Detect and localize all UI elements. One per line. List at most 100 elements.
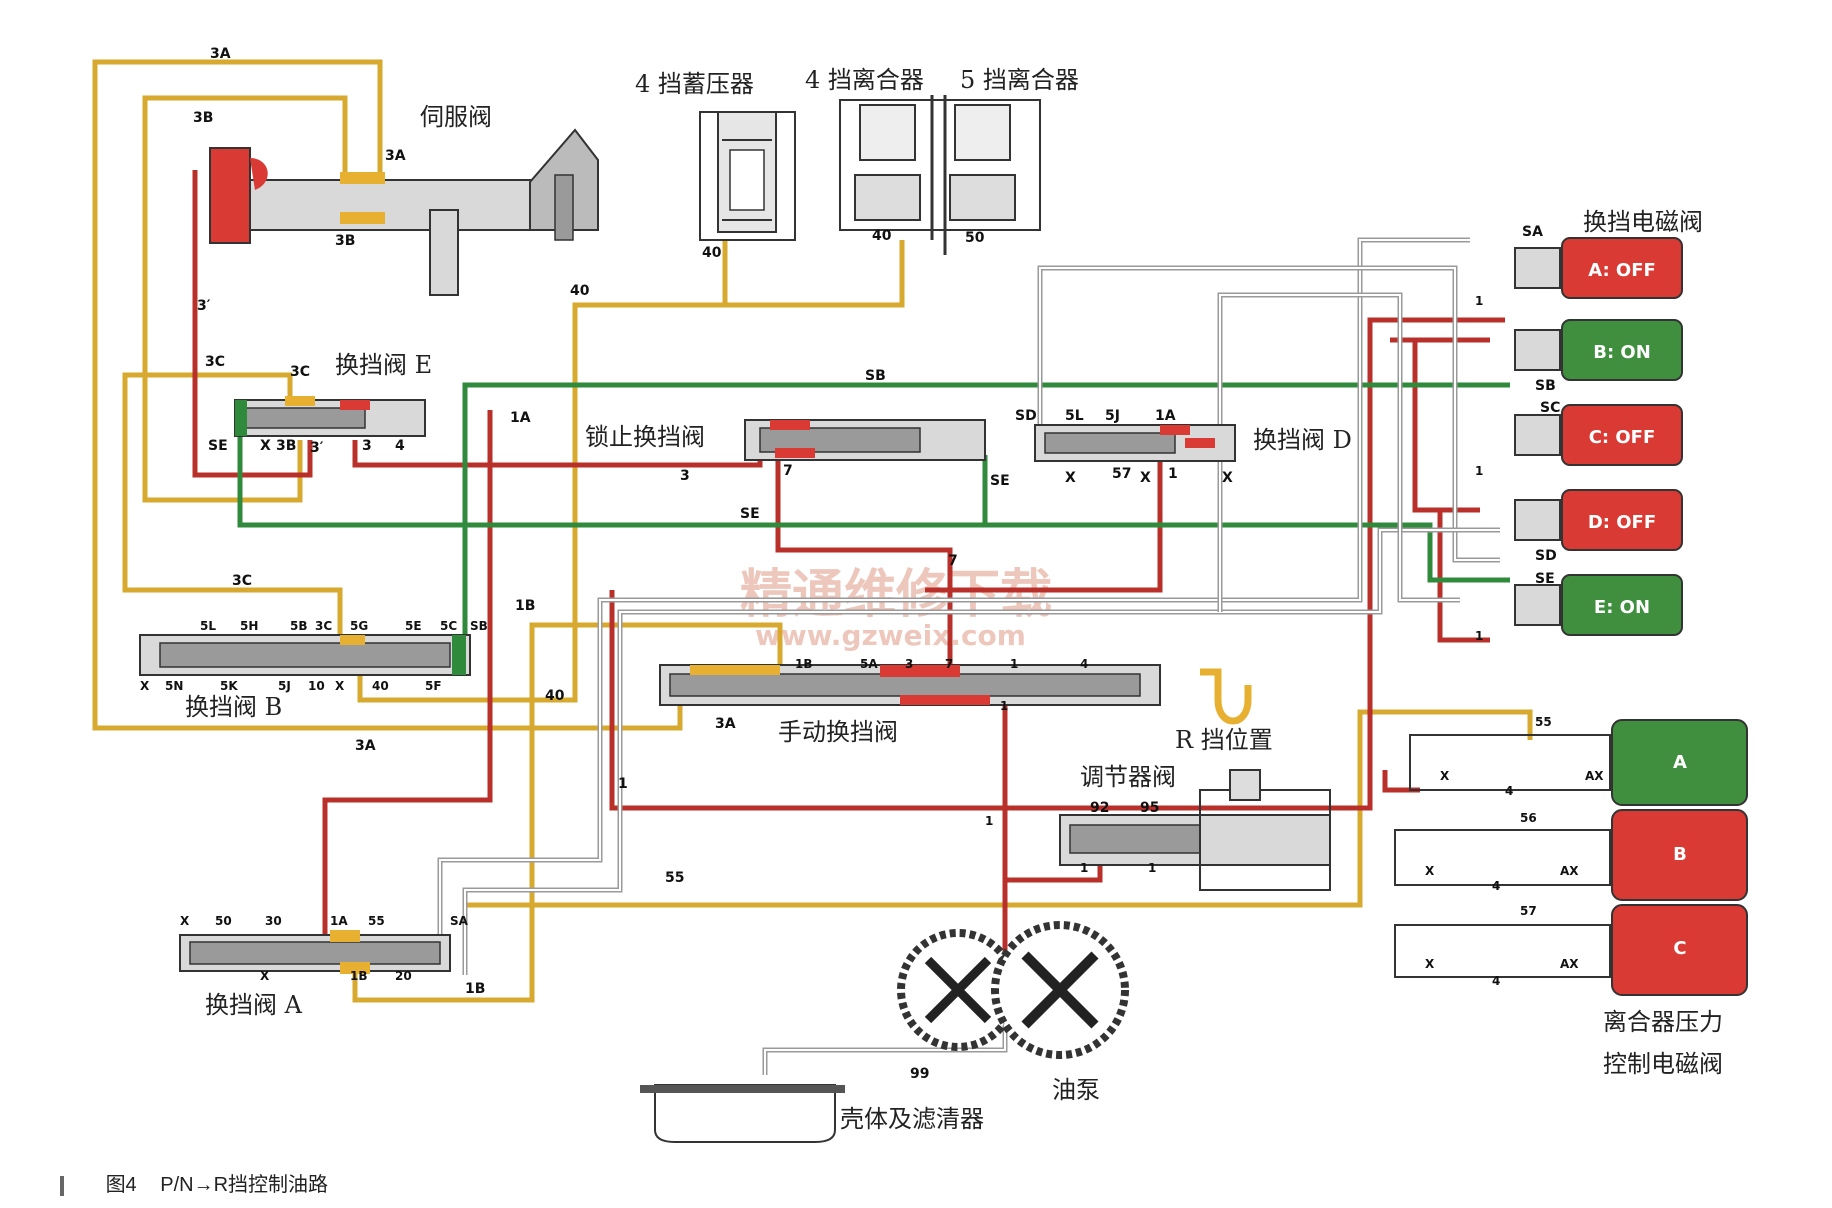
svg-text:5B: 5B	[290, 619, 308, 633]
svg-text:1A: 1A	[1155, 408, 1176, 424]
shift-valve-b	[139, 634, 471, 676]
svg-text:AX: AX	[1560, 957, 1579, 971]
svg-text:5L: 5L	[200, 619, 216, 633]
svg-text:1: 1	[1168, 466, 1178, 482]
svg-text:5N: 5N	[165, 679, 183, 693]
svg-text:3C: 3C	[232, 573, 252, 589]
svg-text:10: 10	[308, 679, 325, 693]
svg-text:1: 1	[1010, 657, 1018, 671]
svg-text:4: 4	[1492, 879, 1500, 893]
cpc-solenoid-a	[1611, 719, 1748, 806]
figure-caption: 图4 P/N→R挡控制油路	[60, 1168, 328, 1197]
svg-text:SD: SD	[1535, 548, 1557, 564]
line-1A	[322, 410, 1163, 935]
figure-number: 图4	[105, 1174, 137, 1196]
svg-text:3A: 3A	[715, 716, 736, 732]
shift-solenoid-b: B: ON	[1514, 319, 1683, 381]
svg-text:1B: 1B	[795, 657, 813, 671]
svg-text:3B: 3B	[335, 233, 355, 249]
svg-text:1B: 1B	[350, 969, 368, 983]
svg-text:3′: 3′	[197, 298, 211, 314]
label-regulator-valve: 调节器阀	[1080, 763, 1176, 791]
svg-text:SB: SB	[865, 368, 886, 384]
svg-text:A: A	[1673, 752, 1687, 773]
svg-text:5C: 5C	[440, 619, 457, 633]
svg-text:57: 57	[1520, 904, 1537, 918]
svg-text:4: 4	[1492, 974, 1500, 988]
svg-text:1B: 1B	[465, 981, 485, 997]
svg-text:X: X	[335, 679, 345, 693]
svg-text:3: 3	[680, 468, 690, 484]
label-r-position: R 挡位置	[1175, 726, 1273, 754]
svg-text:50: 50	[215, 914, 232, 928]
svg-text:5G: 5G	[350, 619, 368, 633]
svg-text:1: 1	[1080, 861, 1088, 875]
svg-text:A: OFF: A: OFF	[1588, 260, 1656, 281]
svg-text:D: OFF: D: OFF	[1588, 512, 1656, 533]
accumulator-4	[699, 111, 796, 241]
svg-text:3B: 3B	[276, 438, 296, 454]
label-servo-valve: 伺服阀	[420, 103, 492, 131]
svg-text:E: ON: E: ON	[1594, 597, 1650, 618]
svg-text:3A: 3A	[210, 46, 231, 62]
svg-text:57: 57	[1112, 466, 1131, 482]
svg-text:3B: 3B	[193, 110, 213, 126]
svg-text:SB: SB	[470, 619, 488, 633]
svg-text:40: 40	[545, 688, 565, 704]
label-clutch-4: 4 挡离合器	[805, 66, 924, 94]
label-cpc-line2: 控制电磁阀	[1603, 1050, 1723, 1078]
label-shift-valve-a: 换挡阀 A	[205, 991, 303, 1019]
svg-text:X: X	[140, 679, 150, 693]
svg-text:X: X	[1440, 769, 1450, 783]
housing-filter	[640, 1084, 845, 1143]
figure-title: P/N→R挡控制油路	[160, 1174, 329, 1196]
label-housing-filter: 壳体及滤清器	[840, 1105, 984, 1133]
label-oil-pump: 油泵	[1052, 1076, 1100, 1104]
svg-text:B: ON: B: ON	[1593, 342, 1651, 363]
svg-text:30: 30	[265, 914, 282, 928]
svg-text:SC: SC	[1540, 400, 1560, 416]
servo-piston	[209, 147, 251, 244]
svg-text:3′: 3′	[310, 440, 324, 456]
shift-solenoid-a: A: OFF	[1514, 237, 1683, 299]
lockup-shift-valve	[744, 419, 986, 461]
svg-text:99: 99	[910, 1066, 929, 1082]
svg-text:1A: 1A	[330, 914, 348, 928]
svg-text:X: X	[1222, 470, 1233, 486]
svg-text:SD: SD	[1015, 408, 1037, 424]
svg-text:3: 3	[362, 438, 372, 454]
svg-text:X: X	[260, 438, 271, 454]
line-3A-loop	[92, 59, 683, 731]
svg-text:1: 1	[1475, 464, 1483, 478]
svg-text:SE: SE	[1535, 571, 1555, 587]
caption-bar	[60, 1175, 64, 1196]
svg-text:4: 4	[395, 438, 405, 454]
svg-text:1: 1	[1148, 861, 1156, 875]
svg-text:92: 92	[1090, 800, 1109, 816]
svg-text:1A: 1A	[510, 410, 531, 426]
svg-text:50: 50	[965, 230, 985, 246]
label-clutch-5: 5 挡离合器	[960, 66, 1079, 94]
svg-text:4: 4	[1505, 784, 1513, 798]
manual-shift-valve	[659, 664, 1252, 725]
svg-text:1: 1	[1475, 629, 1483, 643]
line-3prime	[192, 170, 313, 478]
svg-text:5A: 5A	[860, 657, 878, 671]
svg-text:5E: 5E	[405, 619, 422, 633]
line-3C	[122, 372, 343, 640]
watermark-url: www.gzweix.com	[755, 619, 1026, 652]
svg-text:4: 4	[1080, 657, 1088, 671]
svg-text:X: X	[260, 969, 270, 983]
svg-text:AX: AX	[1560, 864, 1579, 878]
svg-text:56: 56	[1520, 811, 1537, 825]
svg-text:3A: 3A	[355, 738, 376, 754]
label-shift-valve-b: 换挡阀 B	[185, 693, 282, 721]
svg-text:5H: 5H	[240, 619, 258, 633]
svg-text:5J: 5J	[278, 679, 291, 693]
svg-text:SE: SE	[990, 473, 1010, 489]
svg-text:7: 7	[783, 463, 793, 479]
svg-text:SA: SA	[450, 914, 469, 928]
svg-text:SB: SB	[1535, 378, 1556, 394]
svg-text:1B: 1B	[515, 598, 535, 614]
line-40	[357, 240, 905, 703]
